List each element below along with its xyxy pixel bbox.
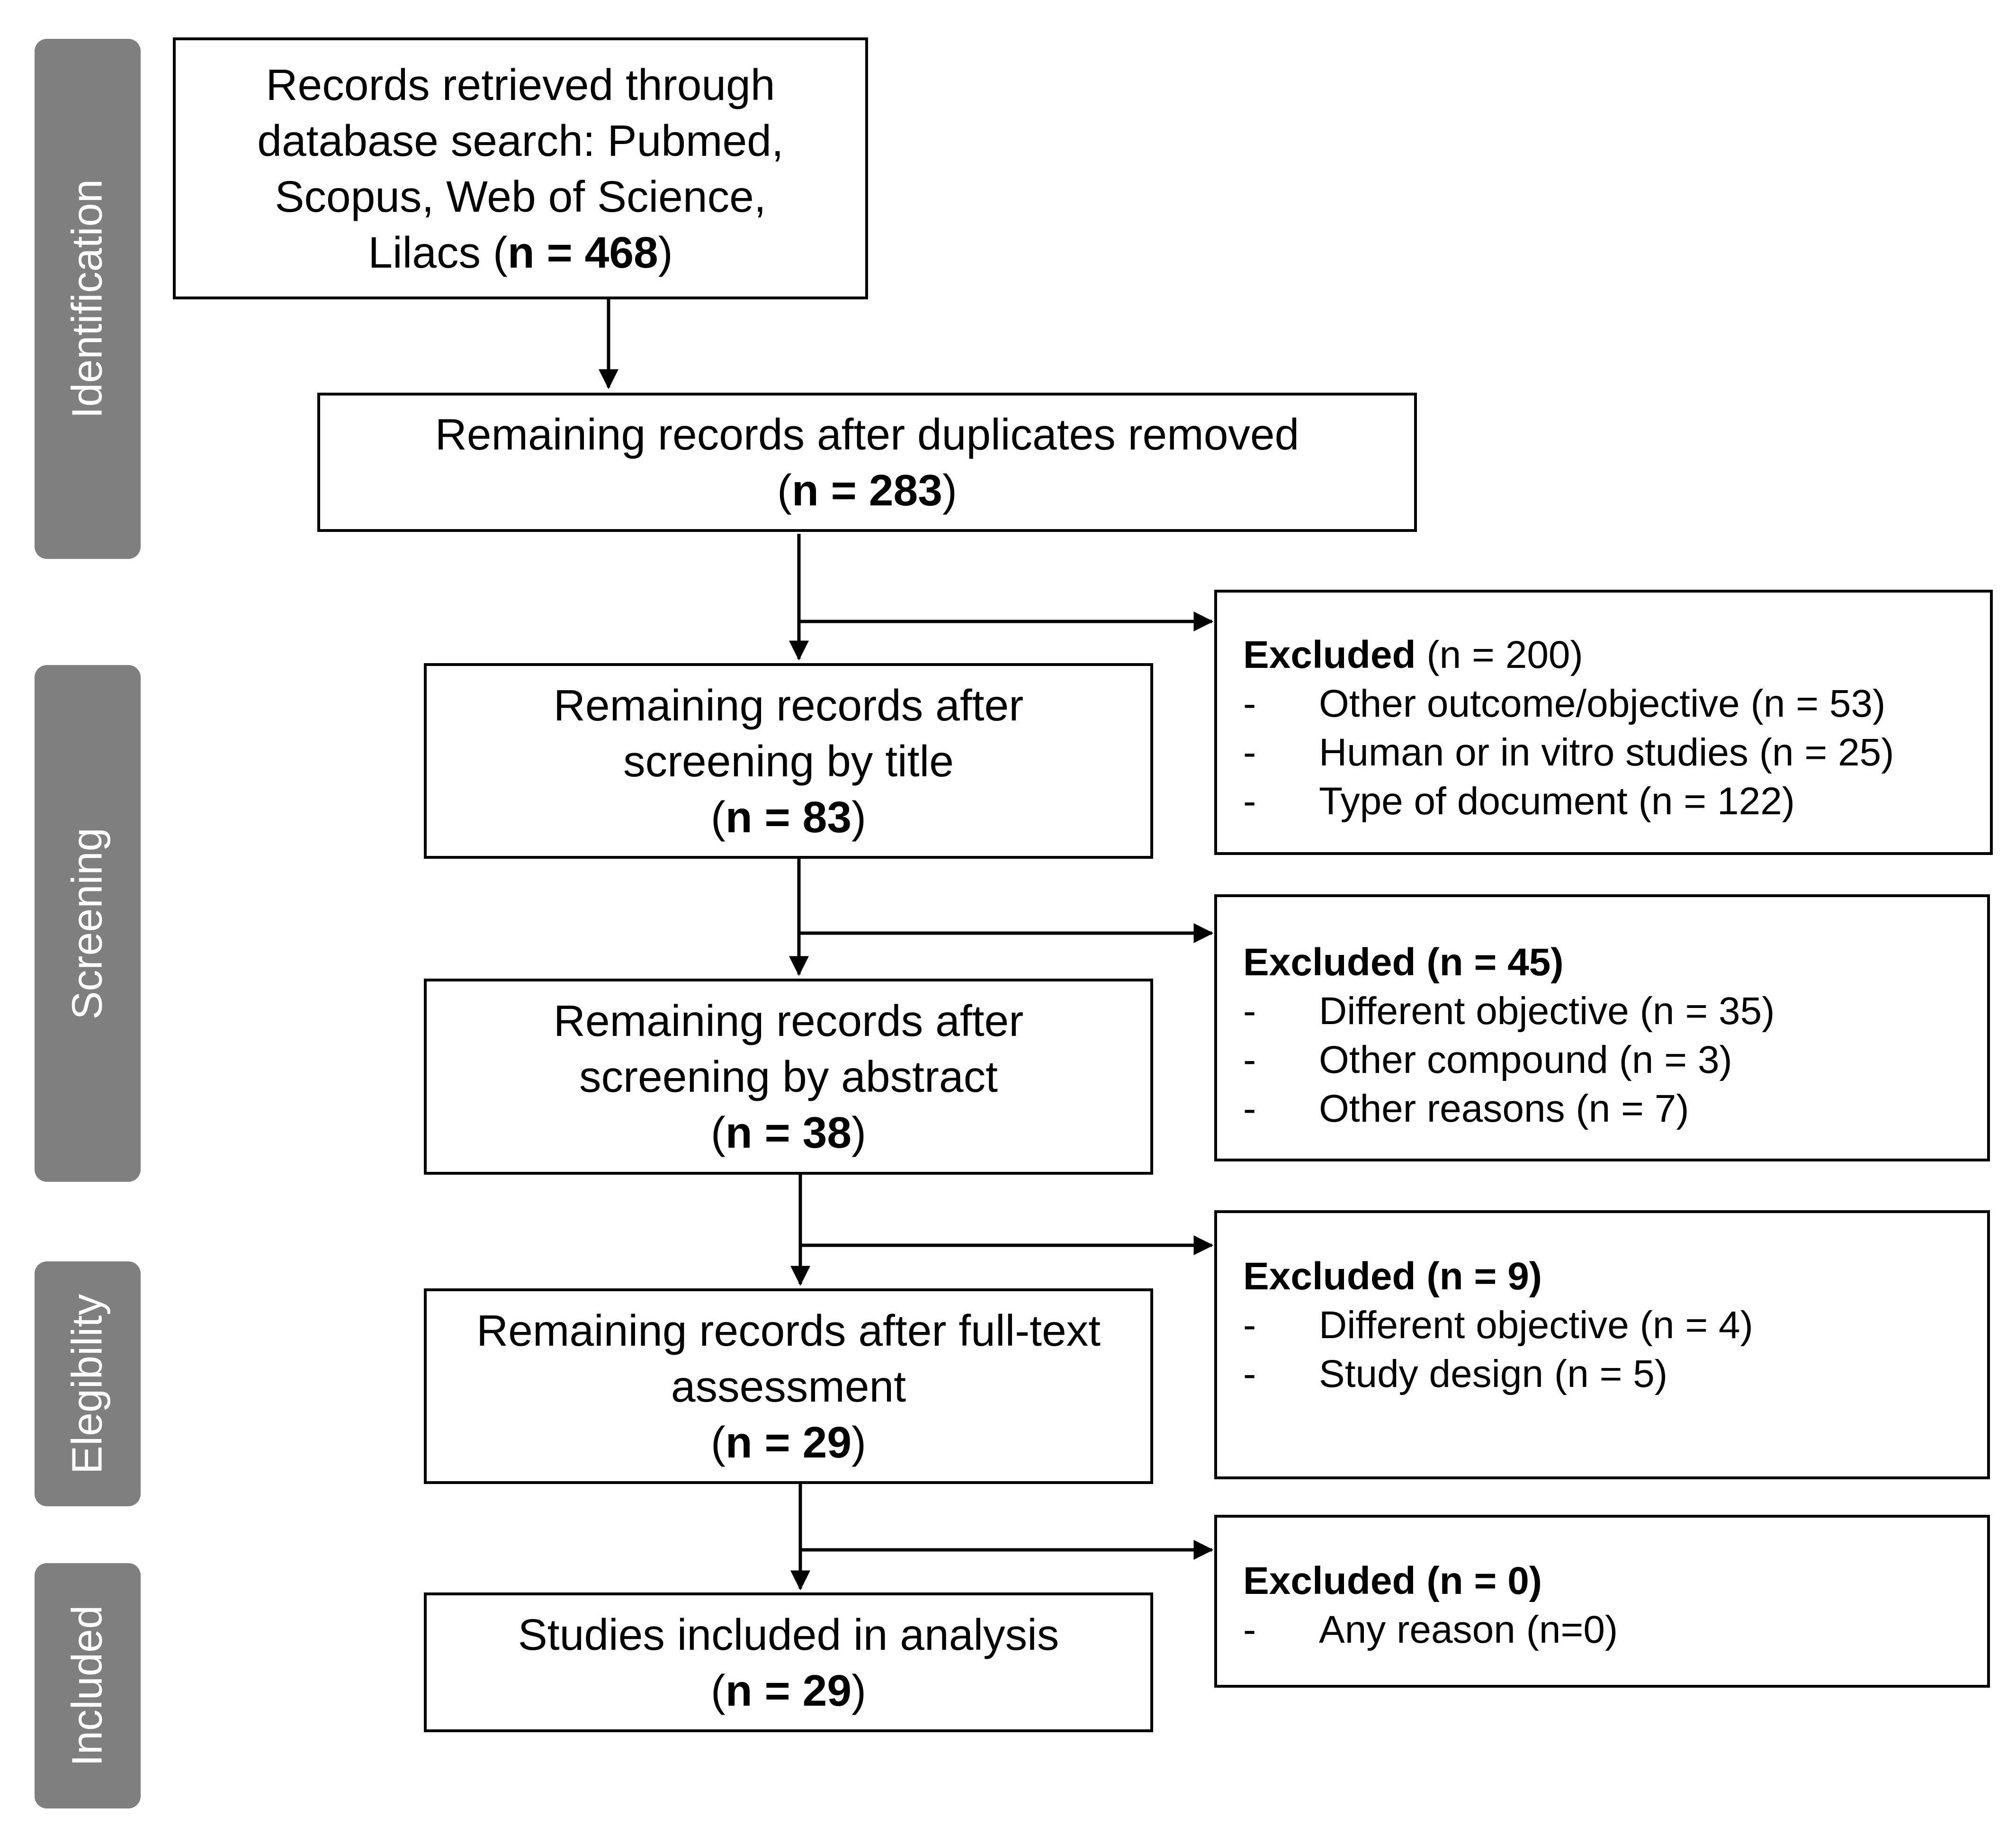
- excluded-count: (n = 0): [1426, 1559, 1542, 1602]
- exclusion-reason: - Study design (n = 5): [1243, 1349, 1987, 1398]
- box-count-line: (n = 38): [711, 1105, 866, 1160]
- excluded-heading: Excluded (n = 0): [1243, 1556, 1987, 1605]
- excluded-fulltext-box: Excluded (n = 9) - Different objective (n…: [1214, 1210, 1990, 1479]
- exclusion-reason: - Other compound (n = 3): [1243, 1035, 1987, 1084]
- records-retrieved-box: Records retrieved through database searc…: [173, 37, 868, 299]
- exclusion-reason: - Different objective (n = 35): [1243, 987, 1987, 1035]
- excluded-heading: Excluded (n = 200): [1243, 630, 1990, 679]
- abstract-screening-box: Remaining records after screening by abs…: [424, 979, 1153, 1175]
- box-count-line: Lilacs (n = 468): [368, 225, 673, 280]
- exclusion-reason-text: Other compound (n = 3): [1319, 1038, 1732, 1081]
- excluded-count: (n = 45): [1426, 941, 1564, 984]
- box-count-line: (n = 29): [711, 1414, 866, 1470]
- count-suffix: ): [851, 1108, 867, 1157]
- box-line: Remaining records after full-text: [476, 1305, 1101, 1355]
- excluded-label: Excluded: [1243, 1255, 1416, 1298]
- box-line: Remaining records after: [553, 680, 1024, 730]
- box-count-line: (n = 83): [711, 789, 866, 845]
- record-count: n = 83: [725, 792, 852, 842]
- exclusion-reason-text: Any reason (n=0): [1319, 1608, 1618, 1651]
- record-count: n = 29: [725, 1417, 852, 1467]
- bullet-dash: -: [1243, 780, 1256, 823]
- stage-identification: Identification: [35, 39, 141, 559]
- box-line: Remaining records after duplicates remov…: [435, 410, 1299, 459]
- record-count: n = 283: [792, 466, 942, 515]
- record-count: n = 468: [507, 227, 658, 277]
- record-count: n = 29: [725, 1665, 852, 1715]
- count-prefix: Lilacs (: [368, 227, 508, 277]
- box-line: Scopus, Web of Science,: [275, 171, 766, 221]
- bullet-dash: -: [1243, 682, 1256, 725]
- count-prefix: (: [710, 1665, 726, 1715]
- count-suffix: ): [658, 227, 673, 277]
- bullet-dash: -: [1243, 731, 1256, 774]
- box-line: database search: Pubmed,: [257, 116, 784, 165]
- excluded-included-box: Excluded (n = 0) - Any reason (n=0): [1214, 1515, 1990, 1688]
- exclusion-reason: - Different objective (n = 4): [1243, 1301, 1987, 1349]
- excluded-label: Excluded: [1243, 941, 1416, 984]
- excluded-count: (n = 9): [1426, 1255, 1542, 1298]
- box-count-line: (n = 29): [711, 1663, 866, 1718]
- exclusion-reason: - Type of document (n = 122): [1243, 777, 1990, 826]
- count-prefix: (: [710, 1108, 726, 1157]
- excluded-label: Excluded: [1243, 1559, 1416, 1602]
- studies-included-box: Studies included in analysis (n = 29): [424, 1592, 1153, 1732]
- exclusion-reason-text: Study design (n = 5): [1319, 1352, 1668, 1395]
- stage-label: Identification: [63, 179, 111, 419]
- box-line: Remaining records after: [553, 996, 1024, 1045]
- exclusion-reason: - Human or in vitro studies (n = 25): [1243, 728, 1990, 777]
- box-line: Records retrieved through: [266, 60, 775, 109]
- excluded-label: Excluded: [1243, 633, 1416, 676]
- exclusion-reason: - Other reasons (n = 7): [1243, 1084, 1987, 1133]
- stage-screening: Screening: [35, 665, 141, 1182]
- stage-label: Screening: [63, 827, 111, 1020]
- stage-label: Included: [63, 1605, 111, 1767]
- exclusion-reason-text: Other outcome/objective (n = 53): [1319, 682, 1886, 725]
- bullet-dash: -: [1243, 1087, 1256, 1130]
- count-prefix: (: [710, 792, 726, 842]
- bullet-dash: -: [1243, 1038, 1256, 1081]
- excluded-heading: Excluded (n = 9): [1243, 1252, 1987, 1301]
- bullet-dash: -: [1243, 989, 1256, 1033]
- exclusion-reason-text: Type of document (n = 122): [1319, 780, 1795, 823]
- excluded-title-box: Excluded (n = 200) - Other outcome/object…: [1214, 590, 1993, 855]
- fulltext-assessment-box: Remaining records after full-text assess…: [424, 1288, 1153, 1484]
- box-line: assessment: [671, 1361, 906, 1411]
- bullet-dash: -: [1243, 1352, 1256, 1395]
- exclusion-reason-text: Other reasons (n = 7): [1319, 1087, 1689, 1130]
- count-suffix: ): [851, 1417, 867, 1467]
- box-line: Studies included in analysis: [518, 1610, 1059, 1659]
- exclusion-reason: - Other outcome/objective (n = 53): [1243, 679, 1990, 728]
- bullet-dash: -: [1243, 1608, 1256, 1651]
- exclusion-reason: - Any reason (n=0): [1243, 1605, 1987, 1654]
- box-line: screening by abstract: [579, 1052, 998, 1101]
- exclusion-reason-text: Human or in vitro studies (n = 25): [1319, 731, 1894, 774]
- title-screening-box: Remaining records after screening by tit…: [424, 663, 1153, 859]
- count-suffix: ): [851, 1665, 867, 1715]
- stage-included: Included: [35, 1563, 141, 1808]
- box-count-line: (n = 283): [777, 462, 957, 518]
- exclusion-reason-text: Different objective (n = 35): [1319, 989, 1775, 1033]
- count-prefix: (: [777, 466, 792, 515]
- excluded-count: (n = 200): [1426, 633, 1583, 676]
- stage-eligibility: Elegibility: [35, 1261, 141, 1506]
- count-suffix: ): [851, 792, 867, 842]
- excluded-abstract-box: Excluded (n = 45) - Different objective (…: [1214, 894, 1990, 1161]
- count-prefix: (: [710, 1417, 726, 1467]
- bullet-dash: -: [1243, 1304, 1256, 1347]
- excluded-heading: Excluded (n = 45): [1243, 938, 1987, 987]
- count-suffix: ): [942, 466, 957, 515]
- stage-label: Elegibility: [63, 1294, 111, 1474]
- record-count: n = 38: [725, 1108, 852, 1157]
- exclusion-reason-text: Different objective (n = 4): [1319, 1304, 1753, 1347]
- box-line: screening by title: [623, 736, 954, 786]
- duplicates-removed-box: Remaining records after duplicates remov…: [317, 393, 1417, 532]
